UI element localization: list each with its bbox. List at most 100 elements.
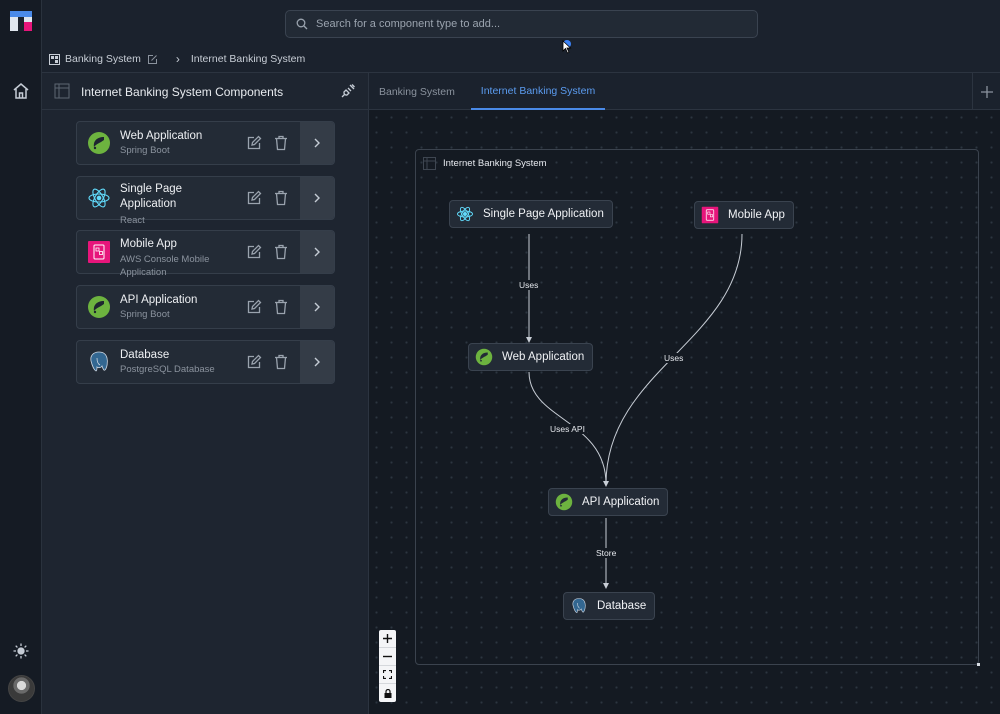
spring-icon xyxy=(475,348,493,366)
trash-icon[interactable] xyxy=(274,190,288,206)
fit-view-button[interactable] xyxy=(379,666,396,684)
edge-label-spa-web: Uses xyxy=(517,280,541,290)
component-card-mobile-app[interactable]: Mobile App AWS Console Mobile Applicatio… xyxy=(76,230,335,278)
node-label: Single Page Application xyxy=(483,208,604,220)
component-technology: Spring Boot xyxy=(120,145,170,156)
edit-icon[interactable] xyxy=(246,135,262,151)
component-name: API Application xyxy=(120,294,198,306)
node-database[interactable]: Database xyxy=(563,592,656,620)
edge-label-web-api: Uses API xyxy=(548,424,587,434)
system-boundary[interactable]: Internet Banking System xyxy=(415,149,979,665)
node-label: Web Application xyxy=(502,351,585,363)
react-icon xyxy=(88,188,110,208)
react-icon xyxy=(457,206,473,222)
edit-icon[interactable] xyxy=(147,54,158,65)
breadcrumb: Banking System › Internet Banking System xyxy=(49,52,305,66)
edit-icon[interactable] xyxy=(246,190,262,206)
open-component-button[interactable] xyxy=(300,286,334,328)
cursor-indicator xyxy=(563,40,571,48)
component-card-api-application[interactable]: API Application Spring Boot xyxy=(76,285,335,329)
resize-handle[interactable] xyxy=(977,663,980,666)
plus-icon xyxy=(980,85,993,98)
trash-icon[interactable] xyxy=(274,135,288,151)
node-label: Mobile App xyxy=(728,209,785,221)
spring-icon xyxy=(88,296,110,318)
zoom-controls xyxy=(379,630,396,702)
edge-label-mobile-api: Uses xyxy=(662,353,686,363)
breadcrumb-current: Internet Banking System xyxy=(190,53,306,65)
open-component-button[interactable] xyxy=(300,122,334,164)
plus-icon xyxy=(383,634,392,643)
component-technology: Spring Boot xyxy=(120,309,170,320)
component-card-web-application[interactable]: Web Application Spring Boot xyxy=(76,121,335,165)
component-name: Web Application xyxy=(120,130,203,142)
open-component-button[interactable] xyxy=(300,177,334,219)
minus-icon xyxy=(383,655,392,658)
chevron-right-icon xyxy=(314,138,320,148)
diagram-tabs: Banking System Internet Banking System xyxy=(369,72,1000,110)
left-rail xyxy=(0,0,42,714)
chevron-right-icon xyxy=(314,193,320,203)
component-card-database[interactable]: Database PostgreSQL Database xyxy=(76,340,335,384)
node-single-page-application[interactable]: Single Page Application xyxy=(449,200,613,228)
component-technology: AWS Console Mobile Application xyxy=(120,254,210,278)
postgresql-icon xyxy=(90,351,108,372)
search-input[interactable]: Search for a component type to add... xyxy=(285,10,758,38)
node-web-application[interactable]: Web Application xyxy=(468,343,594,371)
chevron-right-icon xyxy=(314,357,320,367)
node-label: Database xyxy=(597,600,647,612)
panel-title: Internet Banking System Components xyxy=(81,85,284,99)
open-component-button[interactable] xyxy=(300,341,334,383)
boundary-title: Internet Banking System xyxy=(443,158,547,169)
node-api-application[interactable]: API Application xyxy=(548,488,669,516)
lock-icon xyxy=(384,688,391,698)
component-card-single-page-application[interactable]: Single Page Application React xyxy=(76,176,335,226)
zoom-in-button[interactable] xyxy=(379,630,396,648)
mouse-pointer-icon xyxy=(562,40,572,54)
component-name: Mobile App xyxy=(120,238,177,250)
tab-internet-banking-system[interactable]: Internet Banking System xyxy=(471,73,605,110)
search-icon xyxy=(296,18,308,30)
aws-mobile-icon xyxy=(88,241,110,263)
edit-icon[interactable] xyxy=(246,299,262,315)
chevron-right-icon xyxy=(314,302,320,312)
home-icon[interactable] xyxy=(11,81,31,101)
edge-web-api xyxy=(528,371,607,485)
spring-icon xyxy=(555,493,573,511)
panel-header: Internet Banking System Components xyxy=(42,73,369,110)
breadcrumb-system-label: Banking System xyxy=(65,53,141,65)
component-name: Single Page Application xyxy=(120,183,183,210)
spring-icon xyxy=(88,132,110,154)
app-logo-icon[interactable] xyxy=(10,11,32,31)
trash-icon[interactable] xyxy=(274,354,288,370)
component-name: Database xyxy=(120,349,170,361)
fit-view-icon xyxy=(383,670,392,679)
node-mobile-app[interactable]: Mobile App xyxy=(694,201,794,229)
diagram-canvas[interactable]: Internet Banking System Uses Uses Uses A… xyxy=(369,110,1000,714)
component-technology: React xyxy=(120,215,145,226)
zoom-out-button[interactable] xyxy=(379,648,396,666)
breadcrumb-system[interactable]: Banking System xyxy=(49,53,141,65)
trash-icon[interactable] xyxy=(274,244,288,260)
trash-icon[interactable] xyxy=(274,299,288,315)
breadcrumb-chevron-icon: › xyxy=(175,52,180,66)
sun-icon[interactable] xyxy=(12,642,30,660)
edit-icon[interactable] xyxy=(246,354,262,370)
lock-button[interactable] xyxy=(379,684,396,702)
edit-icon[interactable] xyxy=(246,244,262,260)
container-icon xyxy=(54,83,70,99)
avatar[interactable] xyxy=(8,675,35,702)
tab-banking-system[interactable]: Banking System xyxy=(379,85,455,98)
components-panel: Internet Banking System Components Web A… xyxy=(42,72,369,714)
search-placeholder: Search for a component type to add... xyxy=(316,18,501,30)
add-tab-button[interactable] xyxy=(972,73,1000,110)
plug-icon[interactable] xyxy=(340,83,356,99)
chevron-right-icon xyxy=(314,247,320,257)
open-component-button[interactable] xyxy=(300,231,334,273)
system-icon xyxy=(49,53,60,65)
component-technology: PostgreSQL Database xyxy=(120,364,215,375)
edge-label-api-db: Store xyxy=(594,548,619,558)
container-icon xyxy=(423,157,436,170)
node-label: API Application xyxy=(582,496,660,508)
